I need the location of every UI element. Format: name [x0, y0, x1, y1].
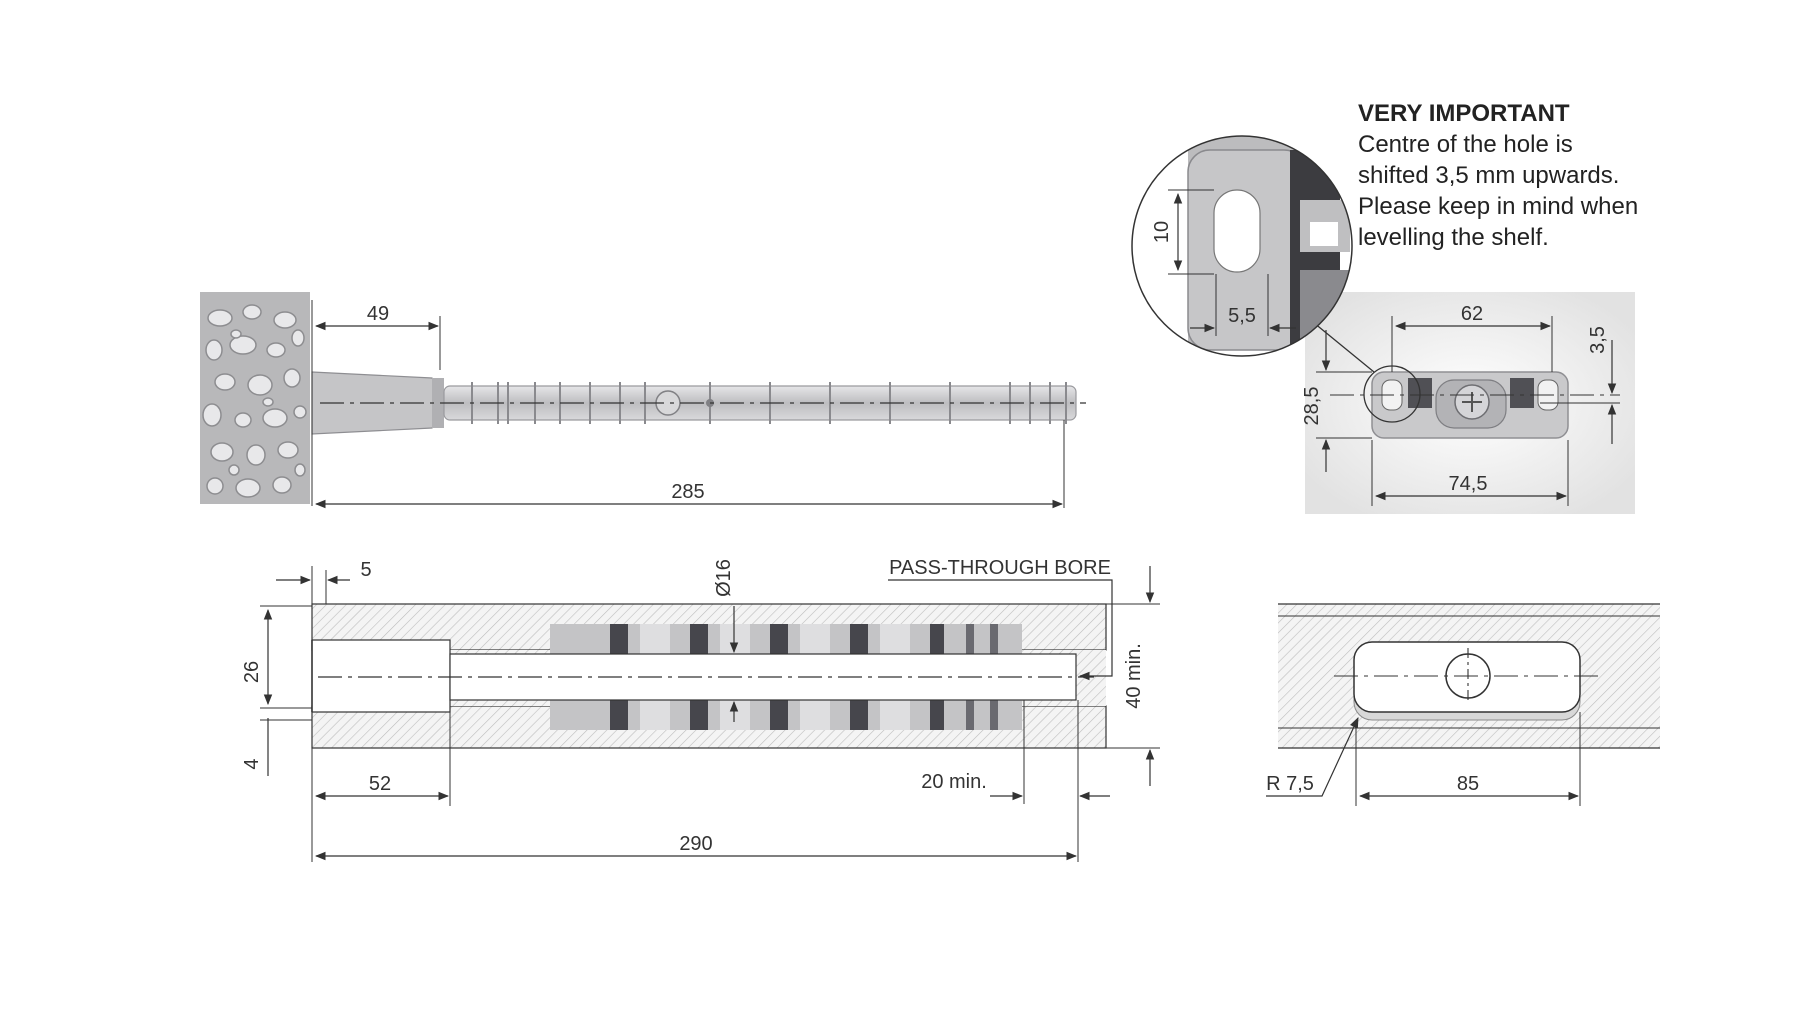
dim-bore-offset: 5 — [360, 559, 371, 581]
detail-oval-hole — [1213, 189, 1261, 273]
dim-radius: R 7,5 — [1266, 773, 1314, 795]
dim-hole-shift: 3,5 — [1587, 326, 1609, 354]
note-line: levelling the shelf. — [1358, 224, 1549, 251]
dim-detail-hole-width: 5,5 — [1228, 305, 1256, 327]
rod-assembly-view: 49 285 — [200, 292, 1086, 509]
dim-bracket-width: 74,5 — [1449, 473, 1488, 495]
note-line: shifted 3,5 mm upwards. — [1358, 162, 1620, 189]
dim-rod-length: 285 — [671, 481, 704, 503]
dim-bracket-height: 28,5 — [1301, 387, 1323, 426]
dim-end-distance: 20 min. — [921, 771, 987, 793]
note-line: Centre of the hole is — [1358, 131, 1573, 158]
dim-bore-diameter: Ø16 — [713, 559, 735, 597]
recess-cavity — [311, 639, 451, 713]
dim-edge-gap: 4 — [241, 758, 263, 769]
slot-front-view: R 7,5 85 — [1266, 603, 1660, 806]
label-pass-through-bore: PASS-THROUGH BORE — [889, 557, 1111, 579]
dim-recess-height: 26 — [241, 661, 263, 683]
dim-recess-depth: 52 — [369, 773, 391, 795]
rod-bands-bottom — [550, 700, 1022, 730]
anchor-collar — [432, 378, 444, 428]
dim-slot-width: 85 — [1457, 773, 1479, 795]
rod-bands-top — [550, 624, 1022, 654]
note-heading: VERY IMPORTANT — [1358, 100, 1570, 127]
shelf-section-view: 5 26 4 Ø16 PASS-THROUGH BORE 40 min. 52 … — [241, 557, 1160, 862]
dim-bore-depth: 290 — [679, 833, 712, 855]
note-line: Please keep in mind when — [1358, 193, 1639, 220]
stone-wall — [200, 292, 310, 504]
bracket-top-view: 62 74,5 28,5 3,5 — [1301, 292, 1635, 514]
stone-texture — [202, 304, 307, 498]
dim-bracket-hole-spacing: 62 — [1461, 303, 1483, 325]
dim-rod-embed: 49 — [367, 303, 389, 325]
magnified-hole-detail: 10 5,5 — [1131, 135, 1353, 357]
important-note: VERY IMPORTANT Centre of the hole is shi… — [1358, 98, 1688, 253]
dim-detail-hole-height: 10 — [1151, 221, 1173, 243]
dim-shelf-thickness: 40 min. — [1123, 643, 1145, 709]
